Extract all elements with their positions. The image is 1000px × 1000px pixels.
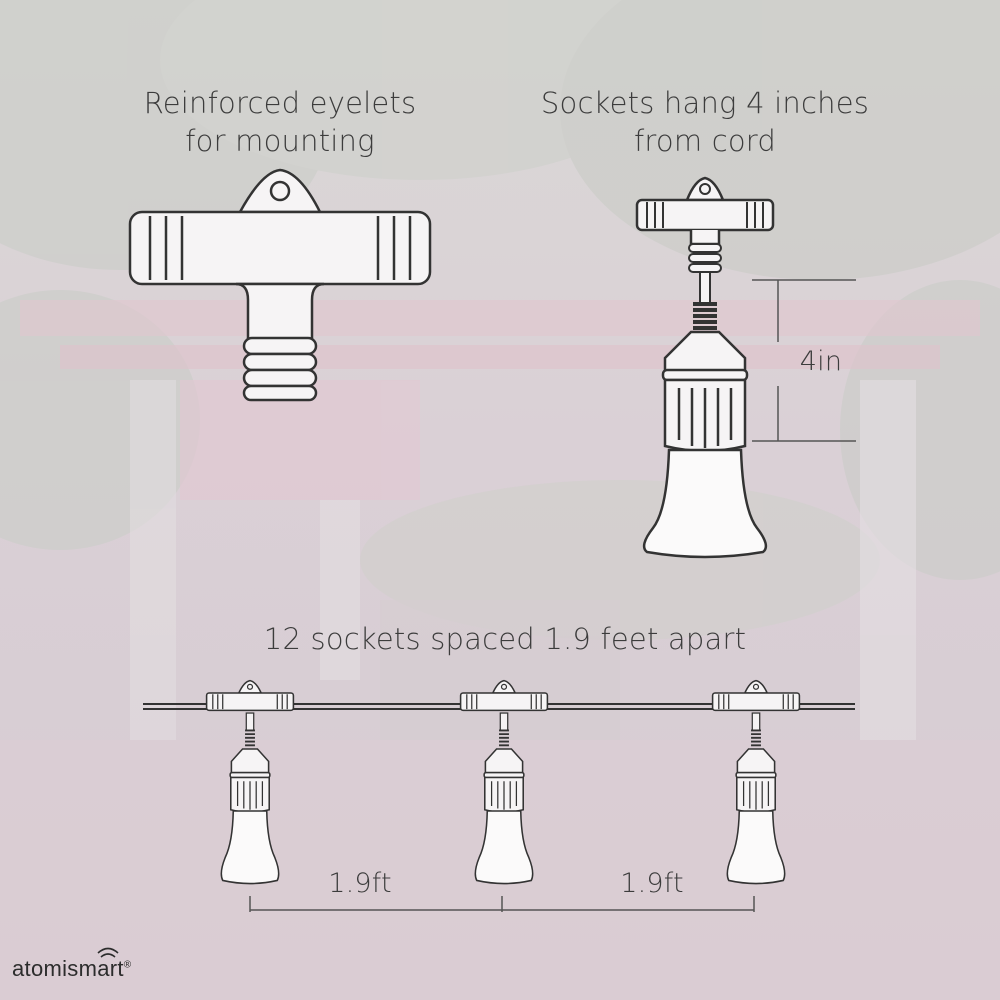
spacing-dimension-marker bbox=[249, 896, 755, 912]
spacing-label-right: 1.9ft bbox=[620, 868, 684, 899]
eyelet-hole bbox=[269, 180, 291, 202]
socket-caption-line2: from cord bbox=[633, 124, 776, 158]
spacing-caption: 12 sockets spaced 1.9 feet apart bbox=[263, 622, 747, 656]
eyelet-caption-line2: for mounting bbox=[185, 124, 375, 158]
brand-logo: atomismart® bbox=[12, 956, 131, 982]
height-dimension-marker bbox=[752, 279, 856, 442]
brand-name-part1: atomi bbox=[12, 956, 68, 981]
spacing-label-left: 1.9ft bbox=[328, 868, 392, 899]
eyelet-caption-line1: Reinforced eyelets bbox=[143, 86, 417, 120]
brand-registered-mark: ® bbox=[123, 959, 132, 971]
eyelet-connector-illustration bbox=[128, 168, 432, 402]
brand-name-part2: smart bbox=[67, 956, 124, 981]
socket-caption-line1: Sockets hang 4 inches bbox=[540, 86, 870, 120]
hanging-socket-illustration bbox=[635, 176, 775, 559]
eyelet-caption: Reinforced eyelets for mounting bbox=[90, 84, 470, 160]
brand-wifi-icon bbox=[97, 947, 119, 958]
height-label: 4in bbox=[799, 346, 843, 377]
socket-caption: Sockets hang 4 inches from cord bbox=[505, 84, 905, 160]
